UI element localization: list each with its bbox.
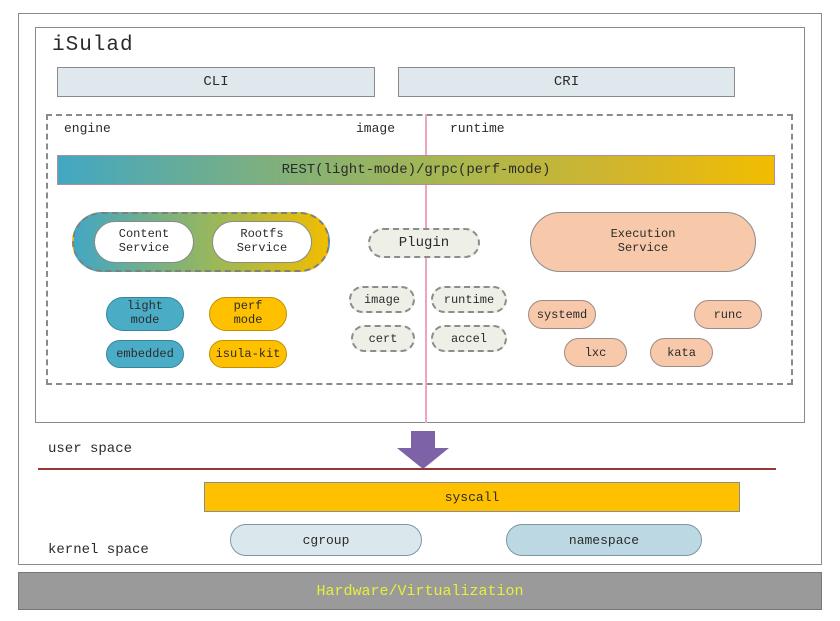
section-divider-line <box>425 114 427 423</box>
plugin-pill-image: image <box>349 286 415 313</box>
cli-box: CLI <box>57 67 375 97</box>
namespace-pill: namespace <box>506 524 702 556</box>
mode-pill-embedded: embedded <box>106 340 184 368</box>
user-space-label: user space <box>48 441 133 457</box>
down-arrow-head-icon <box>397 448 449 469</box>
image-section-label: image <box>356 121 396 136</box>
down-arrow-icon <box>411 431 435 449</box>
plugin-pill-runtime: runtime <box>431 286 507 313</box>
plugin-pill: Plugin <box>368 228 480 258</box>
runtime-pill-kata: kata <box>650 338 713 367</box>
runtime-section-label: runtime <box>450 121 505 136</box>
content-service-pill: Content Service <box>94 221 194 263</box>
runtime-pill-runc: runc <box>694 300 762 329</box>
page-title: iSulad <box>52 34 134 57</box>
cri-box: CRI <box>398 67 735 97</box>
mode-pill-perf: perf mode <box>209 297 287 331</box>
hardware-bar: Hardware/Virtualization <box>18 572 822 610</box>
rootfs-service-pill: Rootfs Service <box>212 221 312 263</box>
runtime-pill-systemd: systemd <box>528 300 596 329</box>
mode-pill-light: light mode <box>106 297 184 331</box>
plugin-pill-accel: accel <box>431 325 507 352</box>
plugin-pill-cert: cert <box>351 325 415 352</box>
kernel-space-label: kernel space <box>48 542 149 558</box>
engine-section-label: engine <box>64 121 111 136</box>
syscall-bar: syscall <box>204 482 740 512</box>
cgroup-pill: cgroup <box>230 524 422 556</box>
execution-service-pill: Execution Service <box>530 212 756 272</box>
user-kernel-divider-line <box>38 468 776 470</box>
rest-grpc-bar: REST(light-mode)/grpc(perf-mode) <box>57 155 775 185</box>
runtime-pill-lxc: lxc <box>564 338 627 367</box>
architecture-dashed-box <box>46 114 793 385</box>
mode-pill-isula-kit: isula-kit <box>209 340 287 368</box>
